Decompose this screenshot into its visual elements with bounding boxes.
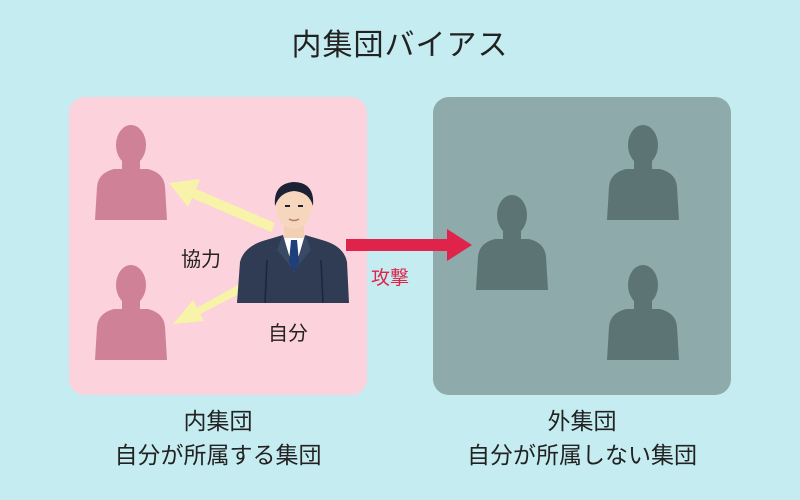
out-group-name: 外集団 (547, 409, 617, 435)
attack-arrow-icon (346, 229, 472, 261)
out-group-caption: 外集団 自分が所属しない集団 (432, 405, 732, 473)
in-group-caption: 内集団 自分が所属する集団 (68, 405, 368, 473)
in-group-name: 内集団 (183, 409, 253, 435)
cooperation-label: 協力 (181, 247, 221, 271)
attack-label: 攻撃 (371, 267, 410, 289)
in-group-description: 自分が所属する集団 (114, 443, 322, 469)
out-group-member-1-icon (476, 195, 548, 290)
diagram-title: 内集団バイアス (291, 28, 509, 63)
cooperation-arrow-lower-icon (173, 283, 245, 324)
businessman-icon (237, 182, 349, 304)
out-group-member-3-icon (607, 265, 679, 360)
self-label: 自分 (268, 321, 308, 345)
cooperation-arrow-upper-icon (169, 179, 275, 232)
in-group-member-1-icon (95, 125, 167, 220)
out-group-description: 自分が所属しない集団 (467, 443, 697, 469)
in-group-member-2-icon (95, 265, 167, 360)
out-group-member-2-icon (607, 125, 679, 220)
